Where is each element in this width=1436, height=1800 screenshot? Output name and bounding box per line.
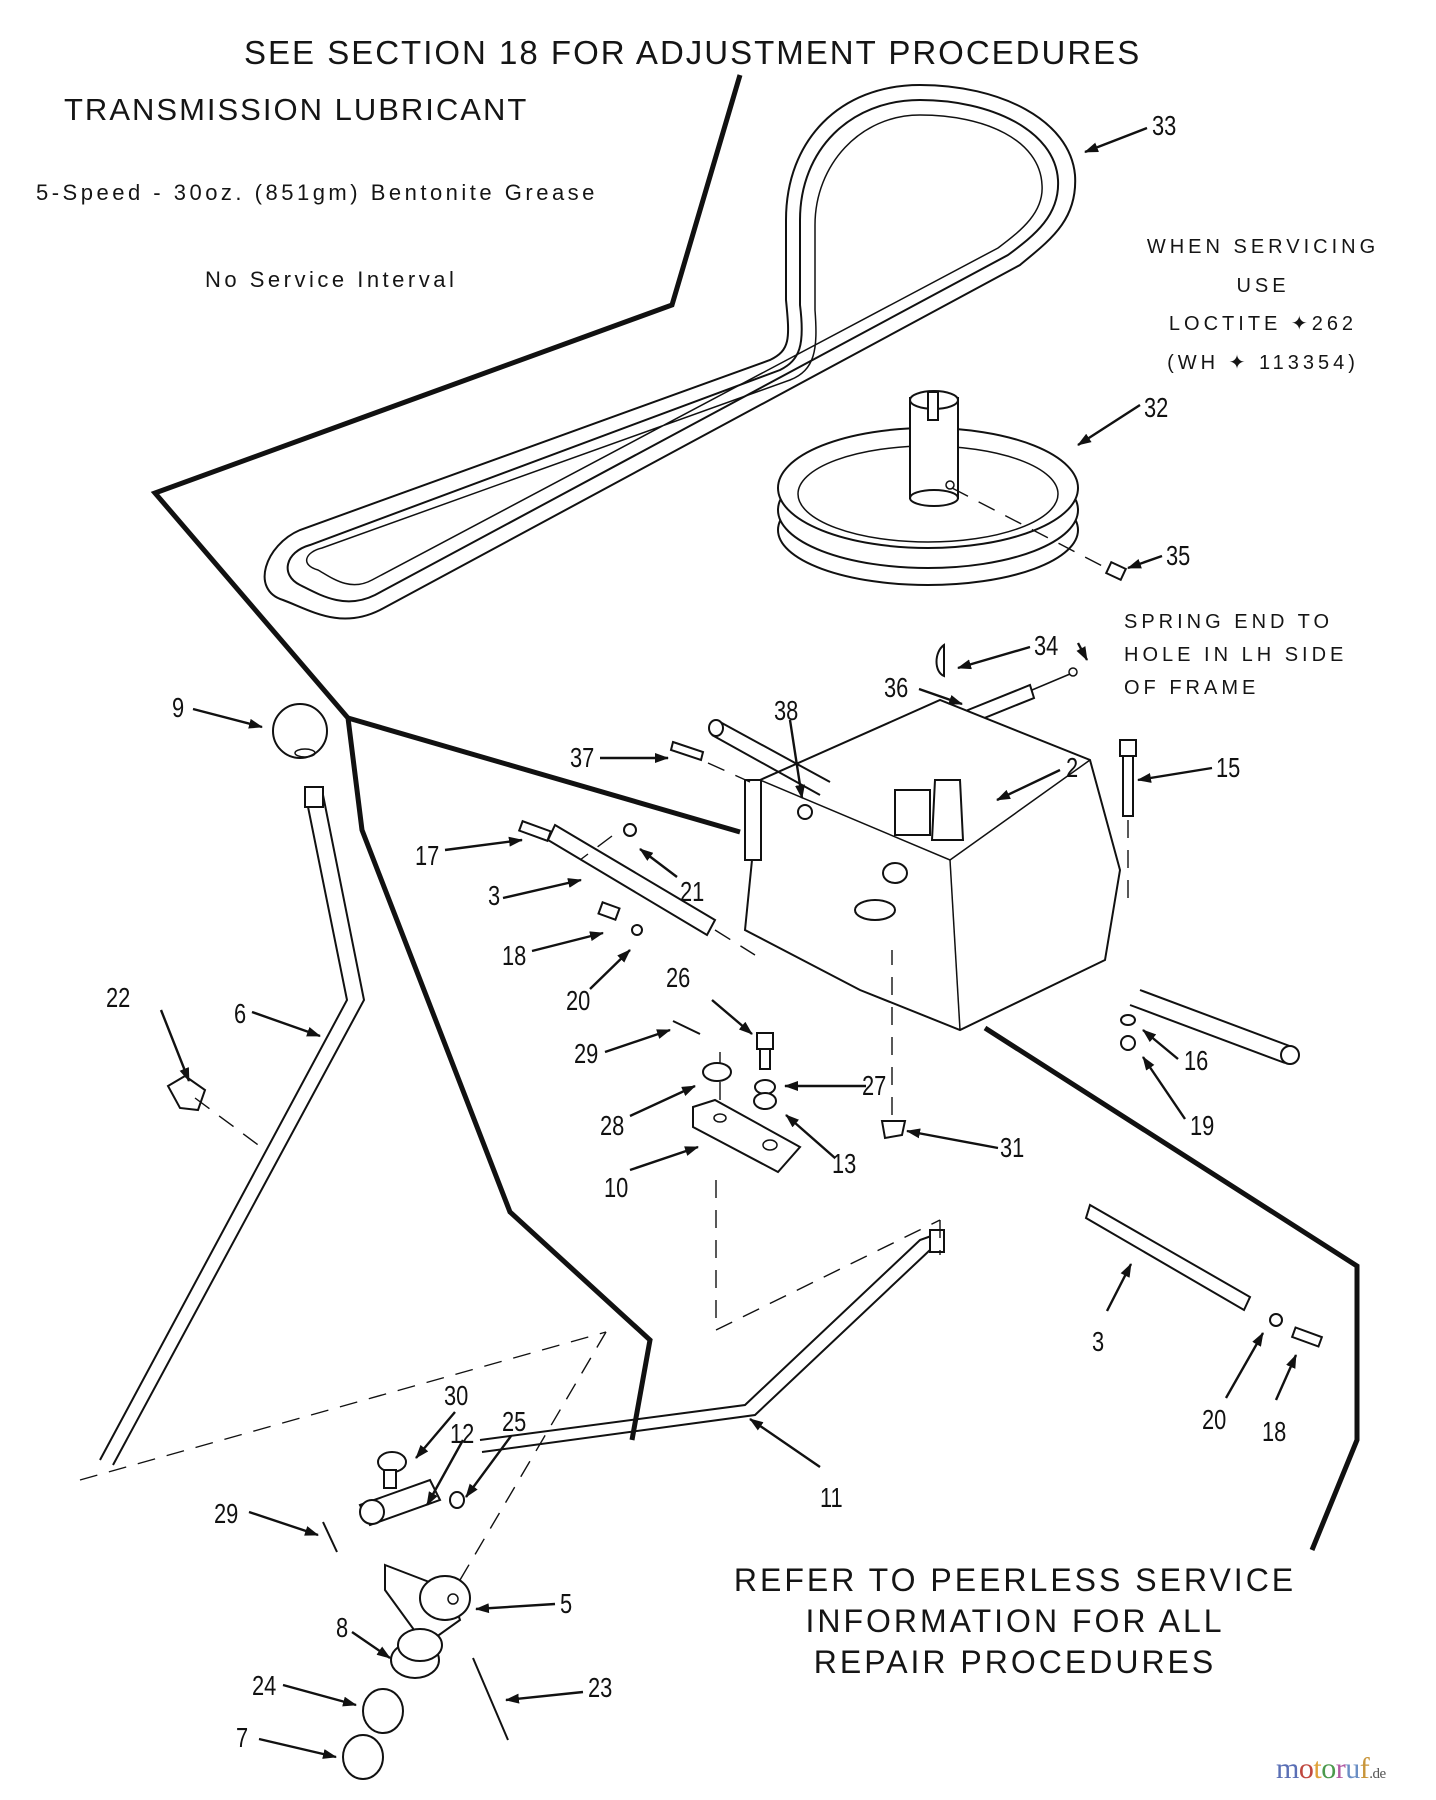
logo-letter: r	[1335, 1752, 1346, 1785]
adjustment-note: SEE SECTION 18 FOR ADJUSTMENT PROCEDURES	[244, 34, 1142, 71]
pin-part-23	[472, 1657, 509, 1741]
washer-part-28	[702, 1062, 732, 1082]
callout-13: 13	[832, 1148, 857, 1179]
cotter-pin-part-29-lower	[322, 1521, 338, 1553]
pin-part-29-upper	[672, 1020, 701, 1035]
logo-letter: f	[1359, 1752, 1370, 1785]
callout-18-upper: 18	[502, 940, 527, 971]
loctite-line-1: WHEN SERVICING	[1146, 236, 1380, 258]
frame-outline	[150, 74, 1360, 1551]
pulley-part-32	[777, 390, 1111, 586]
washer-part-24	[362, 1688, 404, 1734]
callout-25: 25	[502, 1406, 527, 1437]
callout-5: 5	[560, 1588, 573, 1619]
callout-38: 38	[774, 695, 799, 726]
lubricant-title: TRANSMISSION LUBRICANT	[64, 92, 529, 127]
callout-18-lower: 18	[1262, 1416, 1287, 1447]
shift-rod-part-11	[479, 1229, 945, 1453]
key-part-34	[935, 643, 945, 678]
knob-part-9	[272, 703, 328, 759]
logo-letter: u	[1345, 1752, 1360, 1785]
washer-part-7	[342, 1734, 384, 1780]
callout-3-upper: 3	[488, 880, 501, 911]
lubricant-spec: 5-Speed - 30oz. (851gm) Bentonite Grease	[36, 180, 598, 205]
callout-31: 31	[1000, 1132, 1025, 1163]
callout-16: 16	[1184, 1045, 1209, 1076]
bolt-part-37	[669, 740, 751, 783]
nut-part-22	[166, 1074, 266, 1151]
brace-part-3-upper	[517, 819, 756, 956]
loctite-note: WHEN SERVICING USE LOCTITE ✦262 (WH ✦ 11…	[1128, 228, 1398, 382]
callout-22: 22	[106, 982, 131, 1013]
callout-36: 36	[884, 672, 909, 703]
shift-arm-part-5	[384, 1563, 471, 1647]
peerless-note: REFER TO PEERLESS SERVICE INFORMATION FO…	[720, 1560, 1310, 1683]
callout-10: 10	[604, 1172, 629, 1203]
logo-letter: m	[1276, 1752, 1299, 1785]
clevis-part-12	[358, 1478, 442, 1527]
callout-28: 28	[600, 1110, 625, 1141]
callout-29-lower: 29	[214, 1498, 239, 1529]
washer-part-16	[1120, 1014, 1136, 1026]
bolt-part-26	[756, 1032, 774, 1070]
callout-32: 32	[1144, 392, 1169, 423]
logo-letter: o	[1298, 1752, 1314, 1785]
logo-letter: t	[1313, 1752, 1322, 1785]
callout-6: 6	[234, 998, 247, 1029]
callout-27: 27	[862, 1070, 887, 1101]
leader-arrows	[159, 126, 1298, 1759]
callout-35: 35	[1166, 540, 1191, 571]
callout-34: 34	[1034, 630, 1059, 661]
callout-15: 15	[1216, 752, 1241, 783]
nut-part-19	[1120, 1035, 1136, 1051]
logo-tld: .de	[1369, 1766, 1386, 1782]
loctite-line-2: USE	[1236, 274, 1290, 297]
callout-37: 37	[570, 742, 595, 773]
callout-33: 33	[1152, 110, 1177, 141]
callout-7: 7	[236, 1722, 249, 1753]
clip-part-31	[880, 950, 907, 1140]
spring-note: SPRING END TO HOLE IN LH SIDE OF FRAME	[1124, 606, 1347, 705]
callout-8: 8	[336, 1612, 349, 1643]
callout-17: 17	[415, 840, 440, 871]
setscrew-part-35	[1104, 560, 1128, 582]
nut-part-25	[449, 1491, 465, 1509]
callout-21: 21	[680, 876, 705, 907]
callout-26: 26	[666, 962, 691, 993]
washer-part-13	[753, 1092, 777, 1110]
callout-24: 24	[252, 1670, 277, 1701]
transmission-part-2	[708, 698, 1300, 1065]
peerless-line-2: INFORMATION FOR ALL	[805, 1603, 1225, 1639]
callout-3-lower: 3	[1092, 1326, 1105, 1357]
service-interval-note: No Service Interval	[205, 267, 458, 292]
washer-part-27	[754, 1079, 776, 1095]
loctite-line-4: (WH ✦ 113354)	[1167, 351, 1359, 374]
mount-plate-part-10	[692, 1040, 802, 1174]
callout-20-lower: 20	[1202, 1404, 1227, 1435]
pin-part-30	[377, 1451, 407, 1489]
callout-29-upper: 29	[574, 1038, 599, 1069]
callout-11: 11	[820, 1482, 843, 1513]
callout-20-upper: 20	[566, 985, 591, 1016]
peerless-line-3: REPAIR PROCEDURES	[813, 1644, 1217, 1680]
callout-23: 23	[588, 1672, 613, 1703]
logo-letter: o	[1321, 1752, 1336, 1785]
motoruf-watermark-logo: motoruf.de	[1276, 1752, 1386, 1786]
callout-9: 9	[172, 692, 185, 723]
callout-2: 2	[1066, 752, 1079, 783]
spring-line-2: HOLE IN LH SIDE	[1124, 644, 1348, 666]
spring-line-1: SPRING END TO	[1124, 611, 1334, 633]
brace-part-3-lower	[1084, 1203, 1324, 1348]
peerless-line-1: REFER TO PEERLESS SERVICE	[733, 1562, 1297, 1598]
loctite-line-3: LOCTITE ✦262	[1168, 313, 1358, 335]
spring-part-8	[390, 1628, 443, 1679]
callout-12: 12	[450, 1418, 475, 1449]
v-belt-part-33	[263, 83, 1077, 620]
callout-19: 19	[1190, 1110, 1215, 1141]
spring-line-3: OF FRAME	[1124, 677, 1260, 699]
callout-30: 30	[444, 1380, 469, 1411]
bolt-part-15	[1119, 739, 1137, 817]
shift-lever-part-6	[99, 786, 366, 1466]
